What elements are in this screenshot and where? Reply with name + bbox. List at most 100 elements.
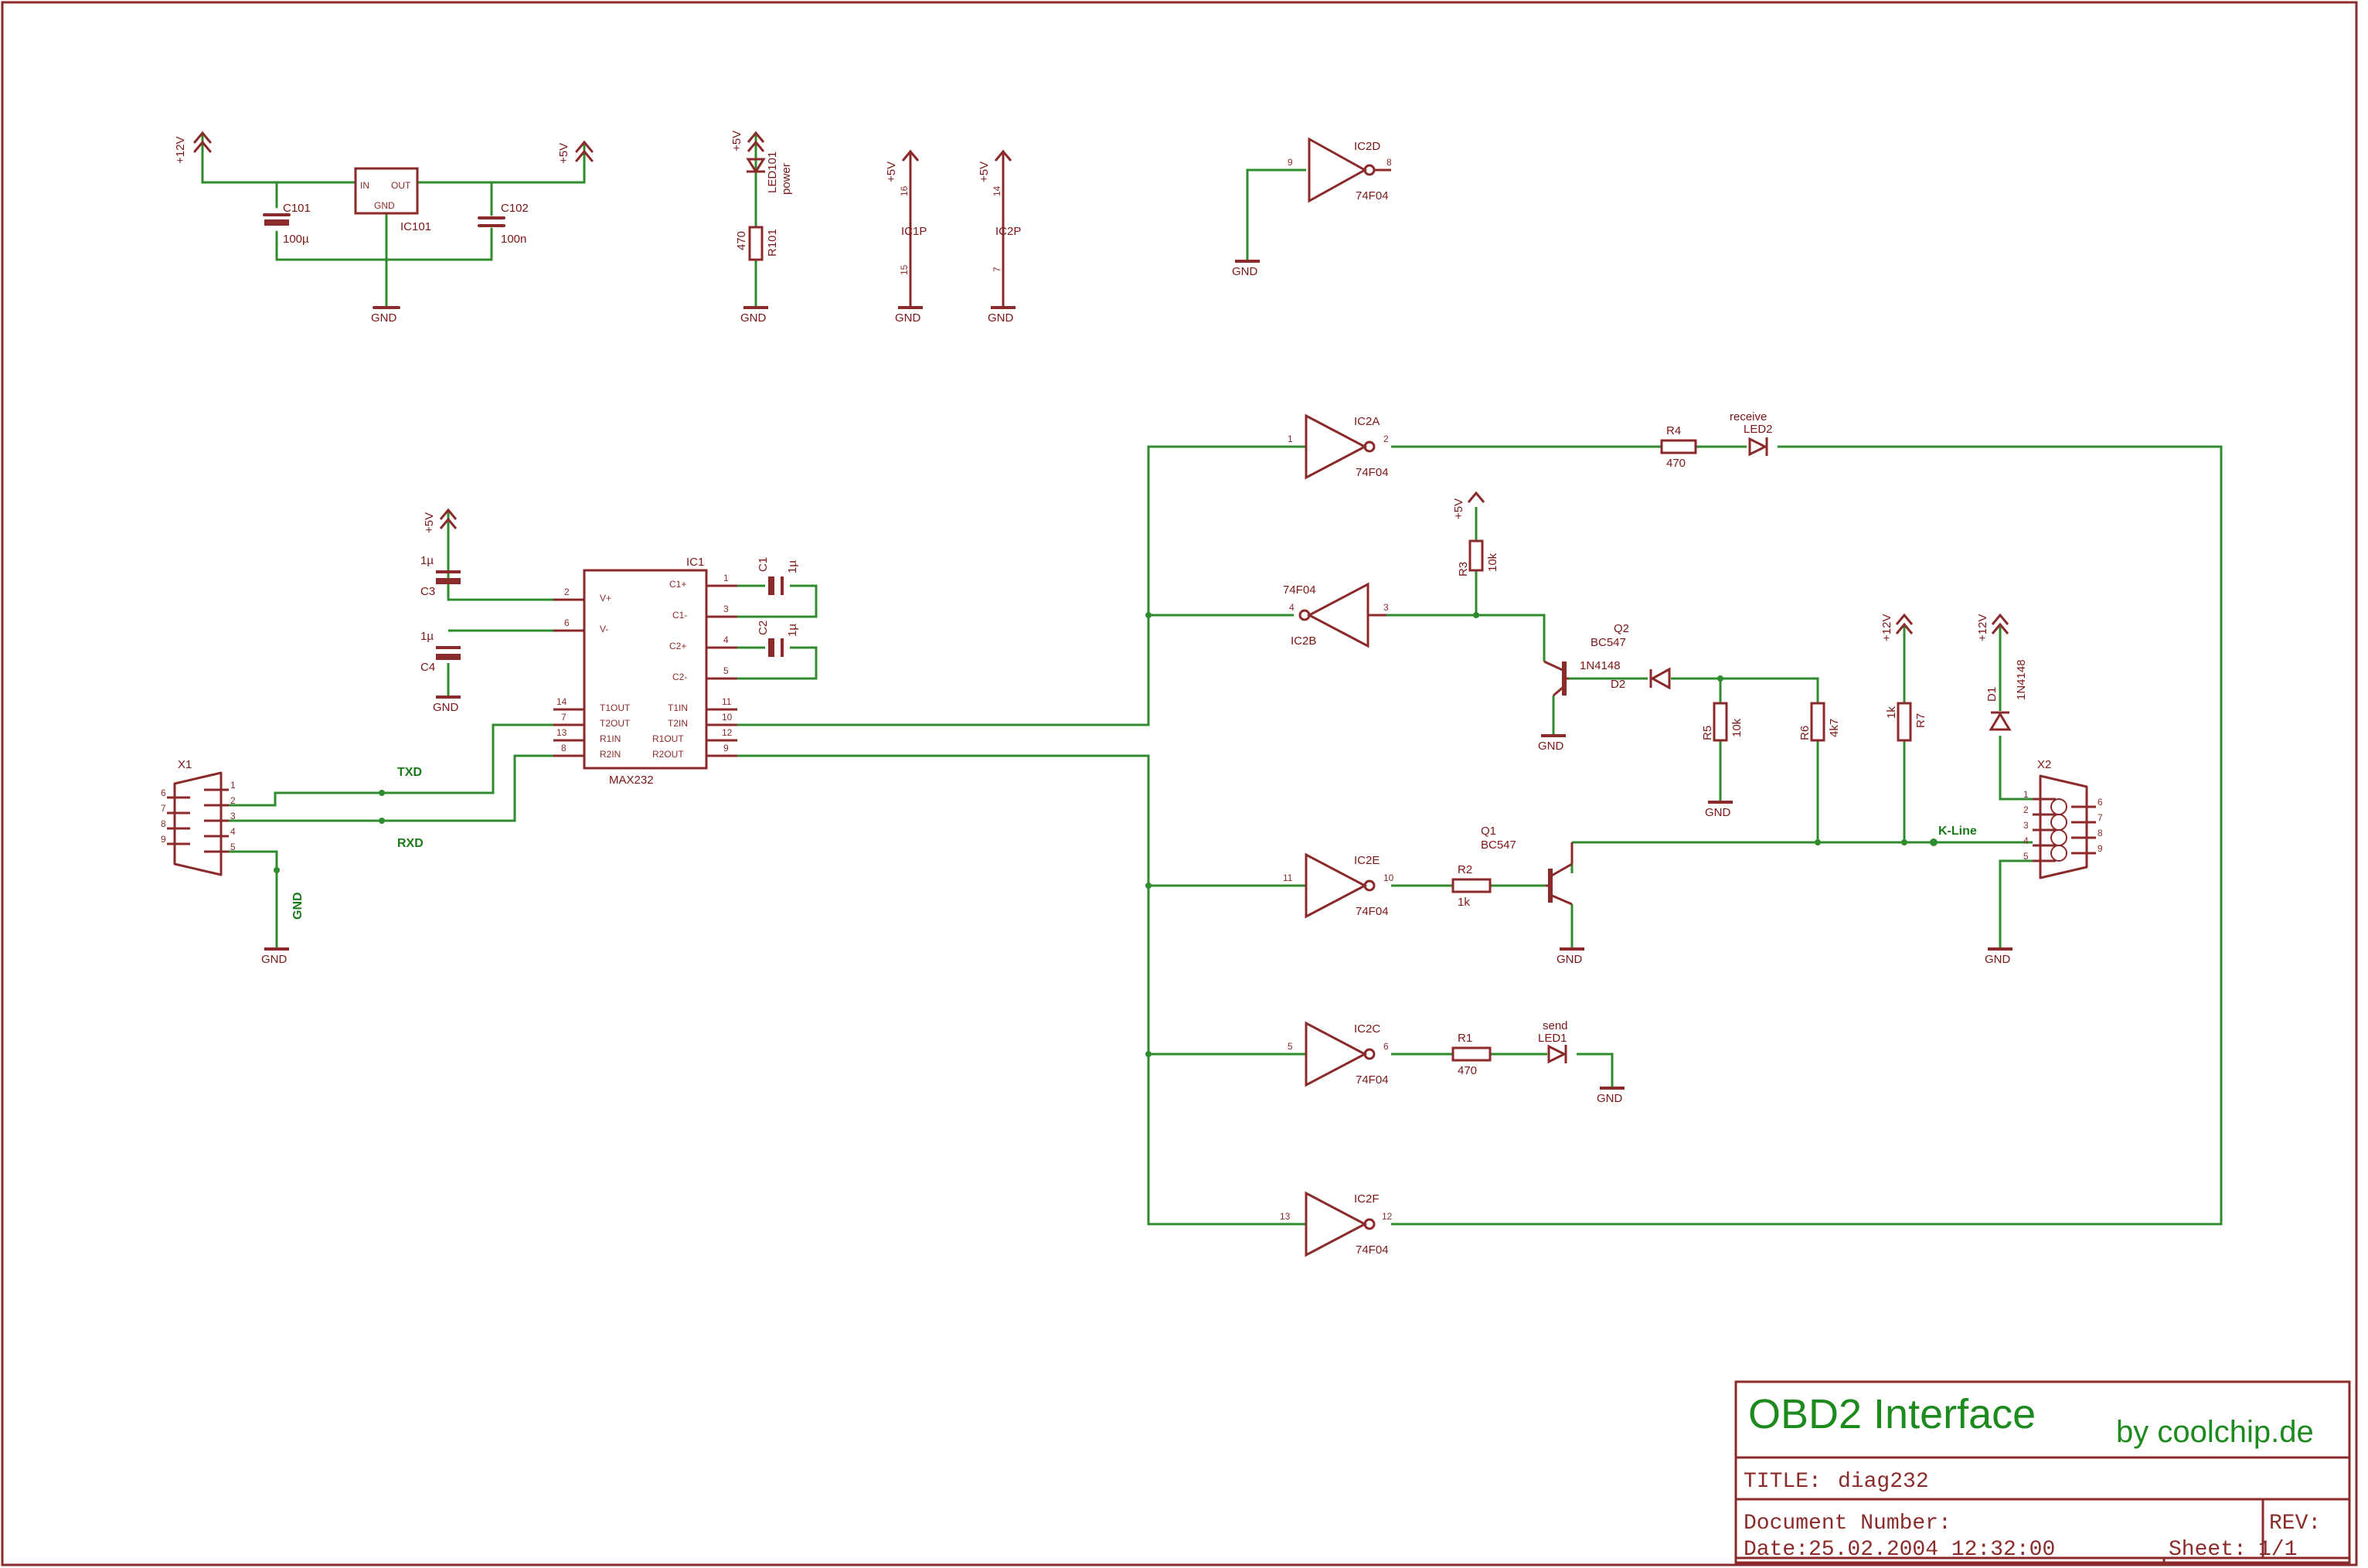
r5-label: R5 [1701,726,1714,740]
x1-label: X1 [178,758,192,771]
max-pin-r1in: R1IN [600,733,621,744]
ic2c-pin-out: 6 [1383,1041,1389,1052]
inverter-ic2c: 5 6 IC2C 74F04 [1288,1021,1389,1087]
ic1-label: IC1 [686,556,704,569]
led1-text: send [1543,1019,1568,1032]
gnd-label-led101: GND [740,311,767,325]
r1-value: 470 [1458,1064,1477,1077]
gnd-label-x2: GND [1985,953,2011,966]
led1-label: LED1 [1538,1032,1567,1045]
gnd-label-led1: GND [1597,1092,1623,1105]
label-p12-b: +12V [1880,614,1893,641]
connector-x1: X1 6 7 8 9 1 2 3 4 5 TXD RXD GND GND [161,723,553,966]
d2-label: D2 [1611,678,1625,691]
inverter-ic2e: 11 10 IC2E 74F04 [1283,852,1394,919]
x1-pin7: 7 [161,803,166,814]
c1-label: C1 [757,557,770,572]
gnd-label-c4: GND [433,701,459,714]
max-pin-c1p: C1+ [669,579,686,590]
ic2d-pin-in: 9 [1288,157,1293,168]
x2-pin8: 8 [2098,828,2103,838]
ic2d-pin-out: 8 [1386,157,1392,168]
ic2d-part: 74F04 [1356,189,1389,202]
max-num-9: 9 [723,743,729,753]
sheet-label: Sheet: [2169,1538,2247,1562]
gnd-label-reg: GND [371,311,397,325]
x2-pin3: 3 [2023,820,2029,831]
led2-label: LED2 [1744,423,1773,436]
x2-pin4: 4 [2023,835,2029,846]
x1-pin6: 6 [161,787,166,798]
gnd-label-q1: GND [1557,953,1583,966]
ic2c-pin-in: 5 [1288,1041,1293,1052]
ic2b-pin-out: 4 [1289,602,1295,613]
ic2b-pin-in: 3 [1383,602,1389,613]
transistor-q1: Q1 BC547 GND [1481,825,1584,966]
inverter-ic2a: 1 2 IC2A 74F04 [1288,413,1389,480]
ic1p-pin15: 15 [899,264,910,275]
r101-value: 470 [735,231,748,250]
max-pin-t2out: T2OUT [600,718,631,729]
max232-section: IC1 MAX232 V+ V- T1OUT T2OUT R1IN R2IN 2… [420,508,818,787]
power-supply: +12V +5V IN OUT GND IC101 C101 100µ C102… [174,131,594,325]
max-num-14: 14 [556,696,567,707]
ic2e-part: 74F04 [1356,905,1389,918]
ic2a-part: 74F04 [1356,466,1389,479]
ic2d-label: IC2D [1354,140,1380,153]
inverter-ic2b: 4 3 74F04 IC2B [1283,582,1389,648]
c2-value: 1µ [786,624,799,637]
x1-pin1: 1 [230,780,236,791]
power-led-branch: +5V LED101 power 470 R101 GND [730,131,793,325]
x1-pin2: 2 [230,795,236,806]
max-pin-t1in: T1IN [668,702,688,713]
ic2f-label: IC2F [1354,1192,1380,1206]
reg-out-label: OUT [391,180,411,191]
ic2p-label: IC2P [995,225,1021,238]
ic2a-pin-in: 1 [1288,434,1293,444]
ic2b-part: 74F04 [1283,583,1316,597]
x2-label: X2 [2037,758,2051,771]
net-txd: TXD [397,766,422,779]
led101-label: LED101 [766,151,779,193]
max-pin-t1out: T1OUT [600,702,631,713]
led2-text: receive [1730,410,1767,423]
connector-x2: X2 1 2 3 4 5 6 7 8 9 GND [1985,758,2103,966]
c101-value: 100µ [283,233,309,246]
max-num-3: 3 [723,604,729,614]
ic101-label: IC101 [400,220,431,233]
x2-pin9: 9 [2098,843,2103,854]
max-num-11: 11 [722,696,732,707]
max-pin-r1out: R1OUT [652,733,684,744]
project-title: OBD2 Interface [1748,1391,2036,1437]
ic2e-pin-out: 10 [1383,872,1394,883]
r5-value: 10k [1730,718,1744,737]
max-pin-vminus: V- [600,624,608,634]
r3-value: 10k [1486,553,1499,572]
q2-label: Q2 [1614,622,1629,635]
gnd-label-q2: GND [1538,740,1564,753]
ic2e-label: IC2E [1354,854,1380,867]
max-pin-t2in: T2IN [668,718,688,729]
docnum-label: Document Number: [1744,1512,1951,1536]
max-num-2: 2 [564,587,570,597]
label-p5-e: +5V [423,512,436,533]
r4-label: R4 [1666,424,1681,437]
x2-pin6: 6 [2098,797,2103,808]
title-value: diag232 [1838,1470,1929,1494]
gnd-label-ic2d: GND [1232,265,1258,278]
label-p5-c: +5V [885,162,898,182]
q1-label: Q1 [1481,825,1496,838]
date-value: 25.02.2004 12:32:00 [1808,1538,2055,1562]
r3-label: R3 [1457,562,1470,577]
ic2e-pin-in: 11 [1283,872,1293,883]
max-num-13: 13 [556,727,567,738]
x2-pin1: 1 [2023,789,2029,800]
net-kline: K-Line [1938,825,1977,838]
r6-value: 4k7 [1828,719,1841,737]
max-pin-c1m: C1- [672,610,687,621]
d1-part: 1N4148 [2015,659,2028,700]
inverter-ic2d: 9 8 IC2D 74F04 GND [1232,137,1392,278]
c102-value: 100n [501,233,526,246]
